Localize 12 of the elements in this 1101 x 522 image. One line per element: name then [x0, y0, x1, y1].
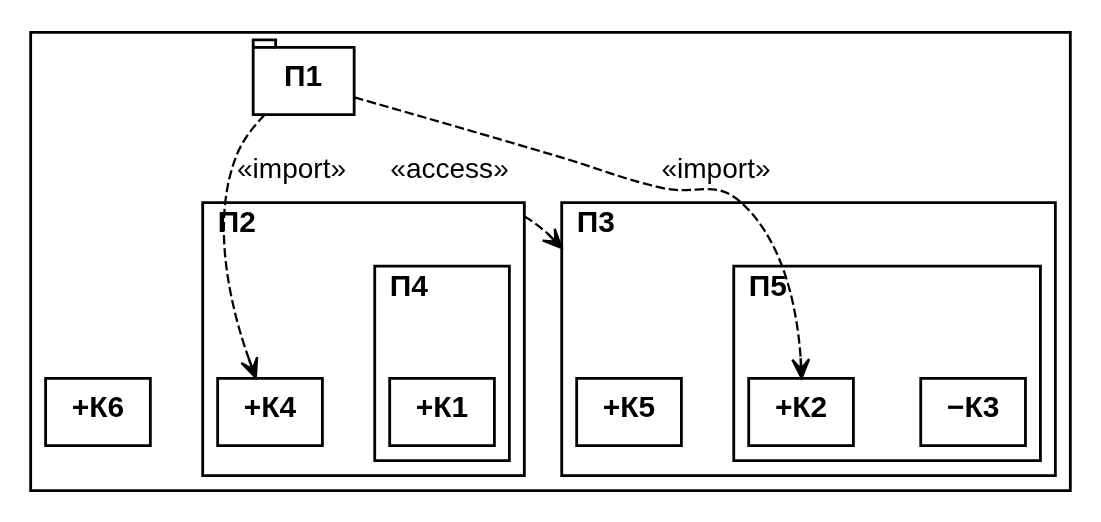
edge-label: «import»: [661, 152, 771, 184]
node-box: +К1: [388, 376, 496, 447]
edge-label: «import»: [236, 152, 347, 184]
node-box: +К5: [575, 376, 683, 447]
node-box: +К6: [44, 376, 152, 447]
arrow: [523, 215, 563, 249]
node-box: −К3: [919, 376, 1027, 447]
arrow: [354, 95, 811, 379]
edge-label: «access»: [390, 152, 509, 184]
arrow: [222, 113, 266, 379]
node-box: +К2: [747, 376, 855, 447]
node-box: +К4: [216, 376, 324, 447]
